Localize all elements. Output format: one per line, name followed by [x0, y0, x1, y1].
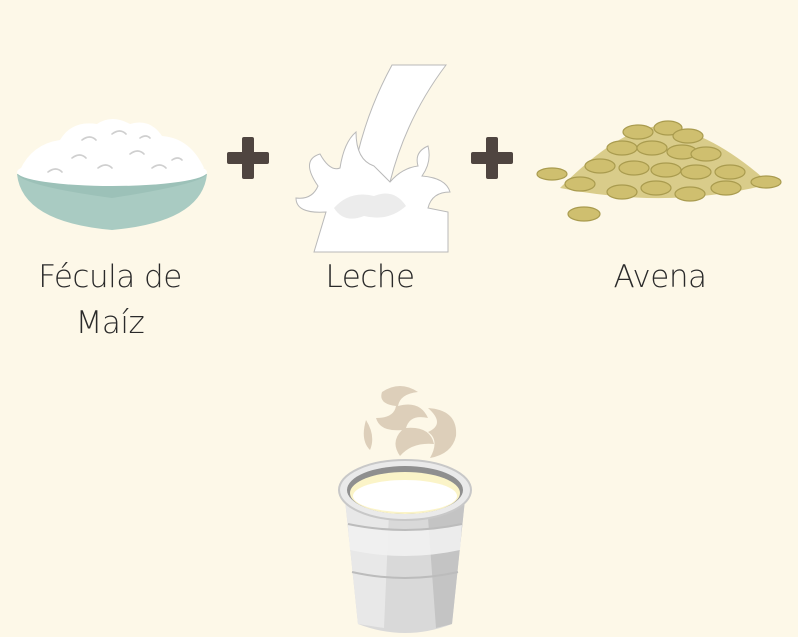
ingredient-label-cornstarch-line2: Maíz	[75, 305, 145, 341]
hot-drink-cup-icon	[338, 386, 472, 633]
cornstarch-bowl-icon	[17, 119, 207, 230]
plus-icon	[471, 137, 513, 179]
ingredient-label-cornstarch: Fécula de Maíz	[10, 254, 210, 346]
ingredient-label-oats: Avena	[613, 259, 707, 295]
plus-icon	[227, 137, 269, 179]
ingredient-label-cornstarch-line1: Fécula de	[38, 259, 182, 295]
ingredient-label-milk: Leche	[325, 259, 415, 295]
oats-pile-icon	[536, 120, 782, 222]
milk-splash-icon	[295, 64, 451, 253]
